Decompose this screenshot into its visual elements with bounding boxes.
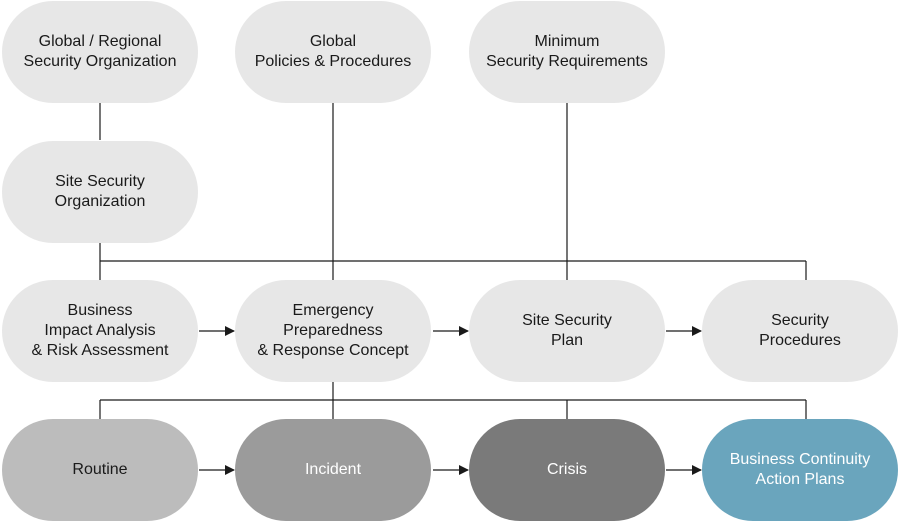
node-global-regional-security-organization: Global / Regional Security Organization: [2, 1, 198, 103]
node-business-continuity-action-plans: Business Continuity Action Plans: [702, 419, 898, 521]
node-global-policies-procedures: Global Policies & Procedures: [235, 1, 431, 103]
node-routine: Routine: [2, 419, 198, 521]
node-site-security-plan: Site Security Plan: [469, 280, 665, 382]
node-business-impact-analysis: Business Impact Analysis & Risk Assessme…: [2, 280, 198, 382]
node-site-security-organization: Site Security Organization: [2, 141, 198, 243]
node-incident: Incident: [235, 419, 431, 521]
node-minimum-security-requirements: Minimum Security Requirements: [469, 1, 665, 103]
node-crisis: Crisis: [469, 419, 665, 521]
node-emergency-preparedness: Emergency Preparedness & Response Concep…: [235, 280, 431, 382]
node-security-procedures: Security Procedures: [702, 280, 898, 382]
